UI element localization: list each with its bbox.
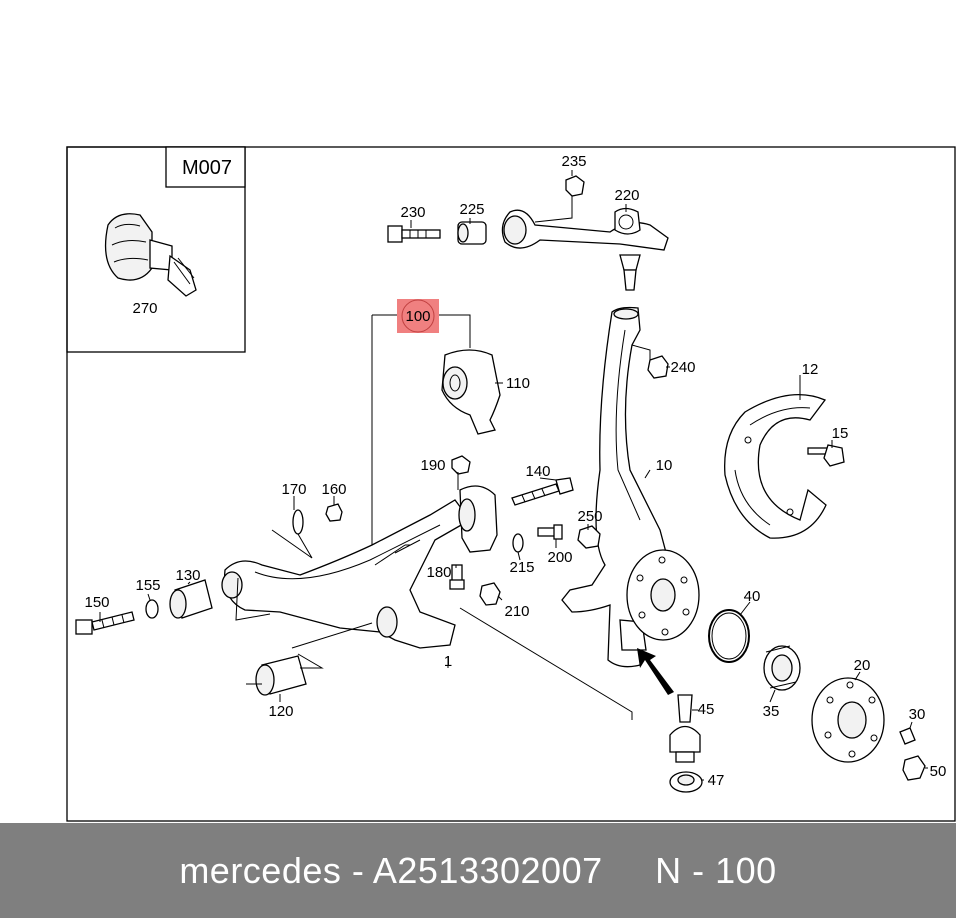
highlight-box-100 [397, 299, 439, 333]
callout-15: 15 [832, 425, 849, 442]
callout-235: 235 [561, 153, 586, 170]
part-number-caption: mercedes - A2513302007 N - 100 [179, 849, 777, 891]
bolt-180 [449, 564, 465, 590]
callout-120: 120 [268, 703, 293, 720]
bolt-140 [511, 477, 574, 506]
bushing-110 [441, 349, 501, 435]
callout-130: 130 [175, 567, 200, 584]
inset-label-box [165, 146, 246, 188]
callout-150: 150 [84, 594, 109, 611]
callout-160: 160 [321, 481, 346, 498]
cv-joint-drawing [104, 213, 197, 297]
arrow [637, 648, 674, 695]
ball-joint-45 [669, 694, 701, 763]
wheel-bolt-30 [899, 727, 916, 745]
callout-270: 270 [132, 300, 157, 317]
bolt-200 [537, 524, 563, 540]
nut-210 [479, 582, 501, 606]
bearing-35 [763, 645, 801, 691]
callout-140: 140 [525, 463, 550, 480]
washer-170 [292, 509, 304, 535]
callout-47: 47 [708, 772, 725, 789]
nut-190 [451, 455, 471, 475]
brake-shield [724, 394, 827, 539]
callout-50: 50 [930, 763, 947, 780]
callout-230: 230 [400, 204, 425, 221]
callout-110: 110 [506, 375, 530, 392]
footer-bar: mercedes - A2513302007 N - 100 [0, 823, 956, 918]
bolt-150 [75, 611, 135, 635]
callout-220: 220 [614, 187, 639, 204]
diagram-frame [66, 146, 956, 822]
callout-1: 1 [444, 653, 452, 670]
nut-240 [647, 355, 669, 379]
callout-215: 215 [509, 559, 534, 576]
lower-control-arm [221, 499, 471, 649]
nut-250 [577, 525, 601, 549]
wheel-hub-20 [811, 677, 885, 763]
callout-155: 155 [135, 577, 160, 594]
callout-12: 12 [802, 361, 819, 378]
callout-250: 250 [577, 508, 602, 525]
front-bushing [458, 485, 498, 553]
leader-lines [99, 170, 928, 781]
washer-215 [512, 533, 524, 553]
callout-210: 210 [504, 603, 529, 620]
callout-170: 170 [281, 481, 306, 498]
upper-control-arm [501, 207, 669, 291]
bushing-225 [457, 221, 487, 245]
nut-160 [325, 503, 343, 522]
callout-240: 240 [670, 359, 695, 376]
callout-40: 40 [744, 588, 761, 605]
callout-10: 10 [656, 457, 673, 474]
callout-200: 200 [547, 549, 572, 566]
nut-47 [669, 771, 703, 793]
snap-ring-40 [708, 609, 750, 663]
bushing-120 [255, 655, 307, 696]
callout-180: 180 [426, 564, 451, 581]
washer-155 [145, 599, 159, 619]
callout-45: 45 [698, 701, 715, 718]
nut-50 [902, 755, 926, 781]
callout-35: 35 [763, 703, 780, 720]
callout-225: 225 [459, 201, 484, 218]
knuckle-hub-flange [626, 549, 700, 641]
bolt-230 [387, 225, 441, 243]
bushing-130 [169, 579, 213, 619]
inset-label: M007 [182, 157, 232, 179]
inset-box: M007 [66, 146, 246, 353]
callout-30: 30 [909, 706, 926, 723]
highlight-circle-100 [401, 299, 435, 333]
callout-20: 20 [854, 657, 871, 674]
callout-100: 100 [405, 308, 430, 325]
nut-235 [565, 175, 585, 197]
callout-190: 190 [420, 457, 445, 474]
screw-15 [807, 444, 845, 467]
